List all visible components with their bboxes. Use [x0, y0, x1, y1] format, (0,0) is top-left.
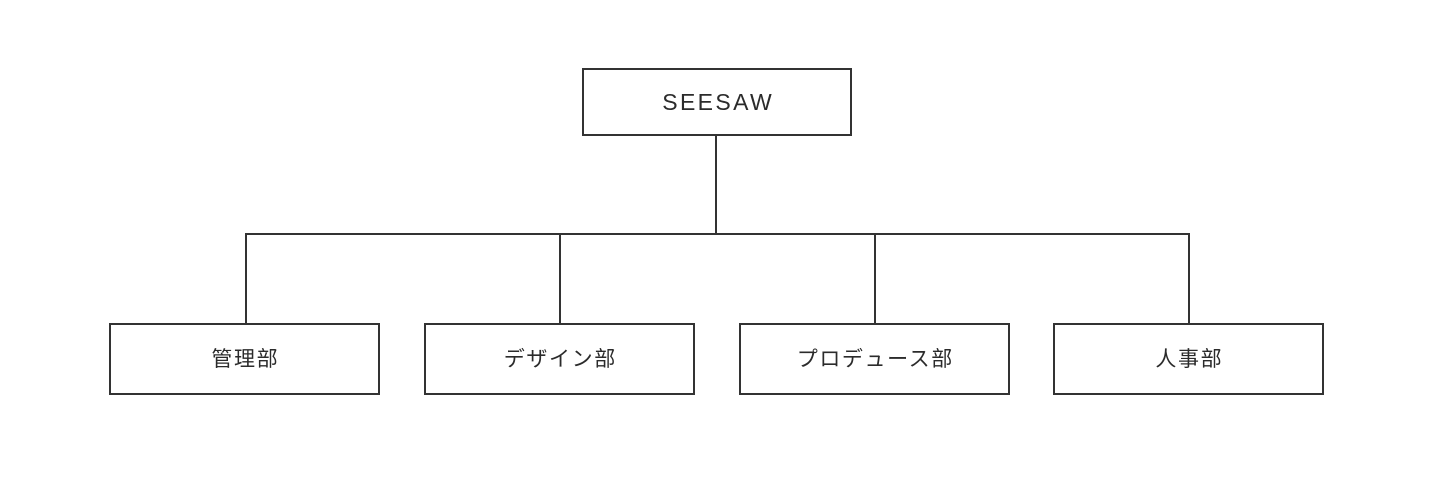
org-node-child-2-label: デザイン部: [503, 347, 617, 371]
connector-drop-child-4: [1188, 233, 1190, 323]
connector-horizontal-bus: [245, 233, 1190, 235]
org-node-root-label: SEESAW: [662, 88, 775, 115]
org-node-child-3[interactable]: プロデュース部: [739, 323, 1010, 395]
org-node-root[interactable]: SEESAW: [582, 68, 852, 136]
org-node-child-3-label: プロデュース部: [796, 347, 954, 371]
connector-drop-child-3: [874, 233, 876, 323]
org-node-child-4[interactable]: 人事部: [1053, 323, 1324, 395]
org-node-child-4-label: 人事部: [1155, 347, 1224, 371]
org-node-child-2[interactable]: デザイン部: [424, 323, 695, 395]
org-node-child-1-label: 管理部: [211, 347, 280, 371]
connector-root-stem: [715, 136, 717, 235]
org-node-child-1[interactable]: 管理部: [109, 323, 380, 395]
connector-drop-child-1: [245, 233, 247, 323]
connector-drop-child-2: [559, 233, 561, 323]
